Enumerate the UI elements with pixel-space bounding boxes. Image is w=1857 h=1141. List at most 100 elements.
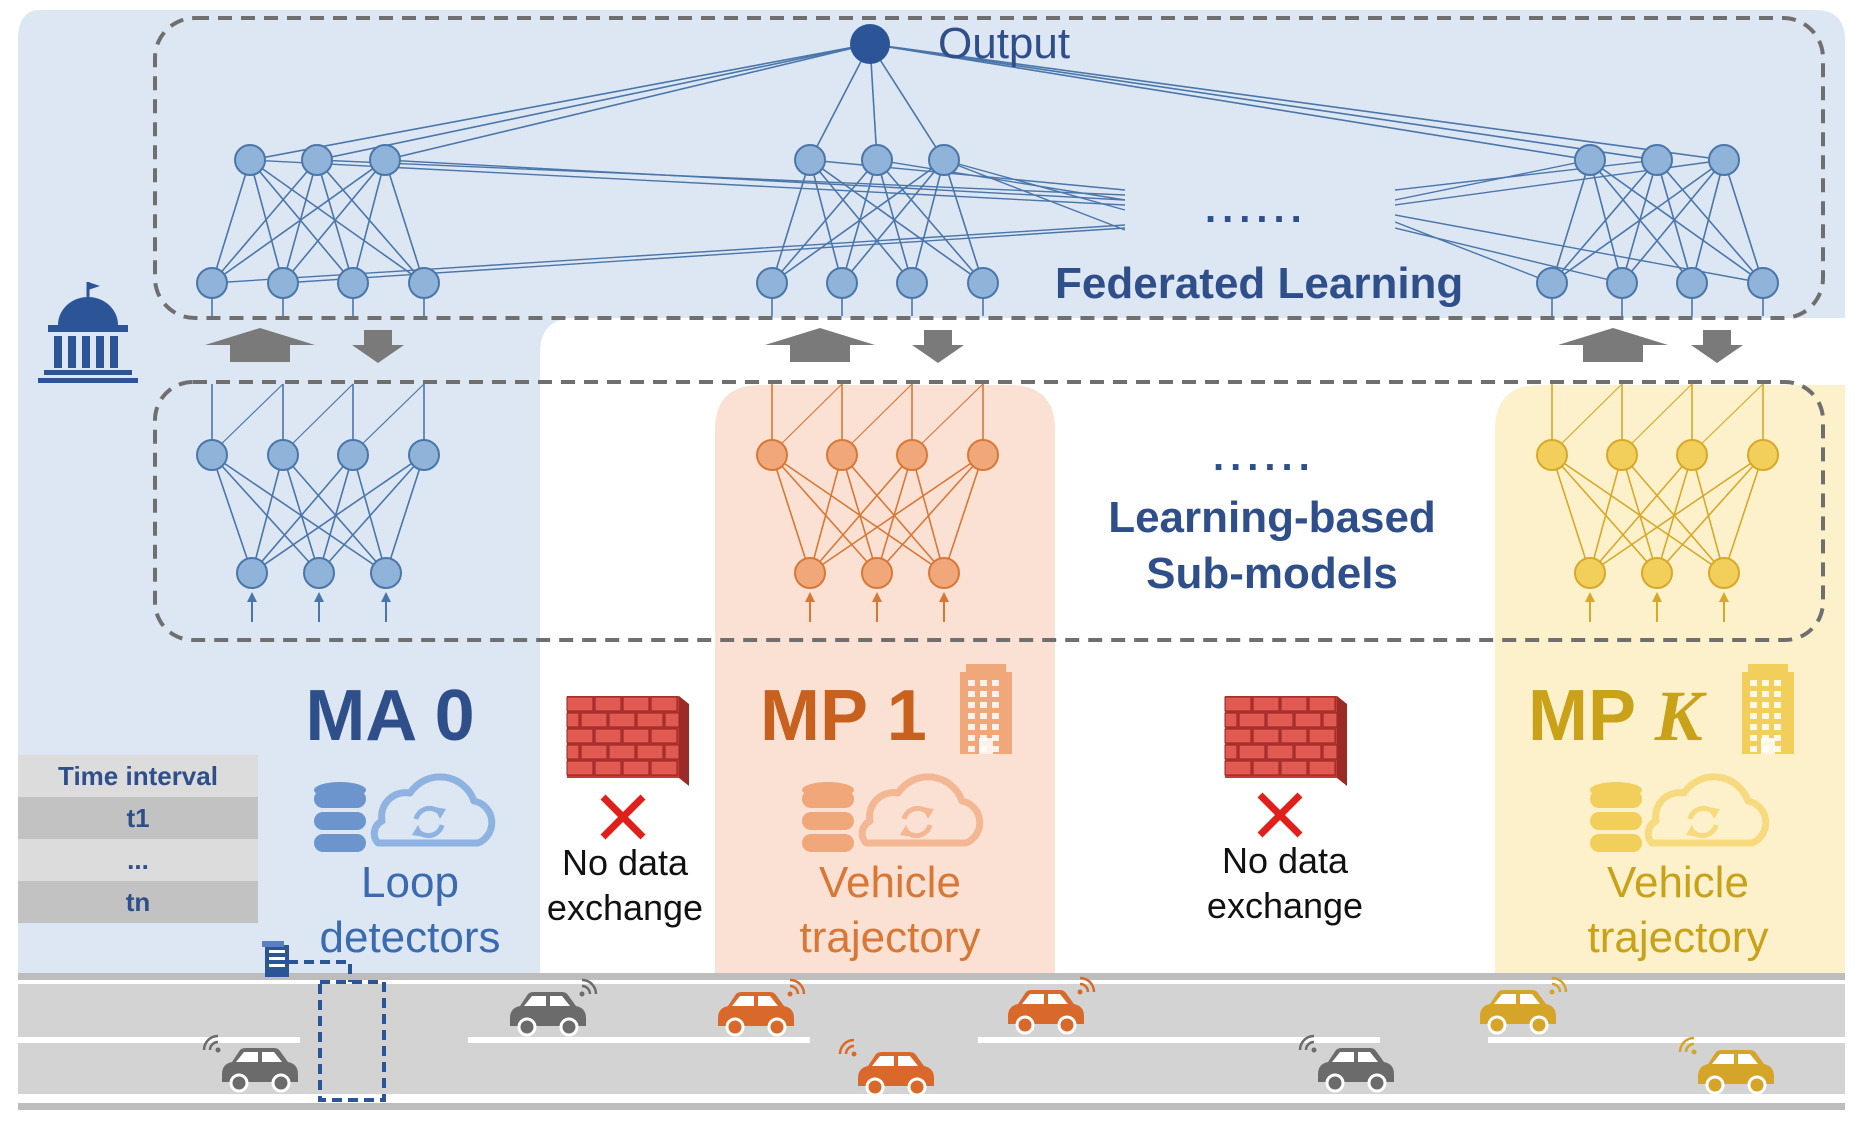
connection-line [1691,454,1725,574]
car-window [898,1056,918,1066]
brick [1308,696,1336,712]
network-node [1574,557,1606,589]
signal-dot [1691,1049,1697,1055]
input-arrowhead [939,592,949,602]
building-window [992,746,999,752]
signal-wave [844,1044,855,1055]
car-wheel [1015,1015,1035,1035]
car-window [1494,994,1516,1004]
building-door [979,738,993,754]
car-wheel [1487,1015,1507,1035]
network-node [1676,439,1708,471]
connection-line [1621,159,1725,284]
connection-line [841,454,878,574]
brick [594,760,622,776]
input-arrowhead [314,592,324,602]
signal-dot [579,991,585,997]
network-node [928,144,960,176]
brick [664,712,680,728]
signal-dot [1549,989,1555,995]
connection-line [1551,159,1591,284]
signal-wave [838,1038,855,1055]
ma0-data-line2: detectors [320,913,501,962]
input-arrowhead [872,592,882,602]
connection-line [809,159,843,284]
connection-line [211,159,318,284]
time-table-header: Time interval [58,761,218,791]
connection-line [869,43,1658,161]
database-top [1590,782,1642,798]
connection-line [1551,383,1623,454]
connection-line [282,159,386,284]
connection-line [211,159,386,284]
network-node [896,267,928,299]
connection-line [249,159,354,284]
brick [1224,760,1252,776]
building-window [1762,691,1769,697]
cloud-outline [370,773,496,847]
building-window [992,724,999,730]
connection-line [1589,454,1623,574]
cloud-outline [858,773,984,847]
network-node [1747,439,1779,471]
connection-line [1621,454,1658,574]
car-wheel [1705,1075,1725,1095]
network-node [267,439,299,471]
cross-icon [600,794,646,840]
input-arrowhead [1719,592,1729,602]
brick [594,728,622,744]
car-wheel [1367,1073,1387,1093]
connection-line [251,454,425,574]
building-window [1750,746,1757,752]
car-wheel [907,1077,927,1097]
connection-line [1551,159,1725,284]
time-table-row-1: t1 [126,803,149,833]
sync-arrowhead [1708,807,1720,819]
signal-wave [581,978,598,995]
brick [1238,712,1266,728]
network-node [301,144,333,176]
mpk-data-line1: Vehicle [1607,858,1749,907]
connection-line [1691,159,1725,284]
connection-line [384,159,1126,201]
cross-icon [1257,792,1303,838]
connection-line [1589,454,1693,574]
car-wheel [725,1017,745,1037]
lane-markings [18,1037,1845,1043]
network-node [1536,439,1568,471]
connection-line [282,159,318,284]
connection-line [384,43,871,161]
connection-line [876,454,913,574]
submodels-label-line1: Learning-based [1108,493,1436,542]
building-door [1761,738,1775,754]
mp1-title: MP 1 [760,676,927,756]
car-icon [718,978,806,1037]
car-window [1738,1054,1758,1064]
building-window [968,746,975,752]
connection-line [841,383,913,454]
database-icon [314,782,366,852]
signal-wave [202,1034,219,1051]
connection-line [1394,221,1553,284]
signal-wave [1079,976,1096,993]
connection-line [316,43,871,161]
signal-dot [787,991,793,997]
signal-wave [1304,1040,1315,1051]
time-table-row-3: tn [126,887,151,917]
connection-line [869,43,1591,161]
connection-line [1723,159,1764,284]
arrow-down-icon [912,330,964,363]
car-wheel [865,1077,885,1097]
car-wheel [517,1017,537,1037]
connection-line [876,159,984,284]
building-window [968,724,975,730]
connection-line [211,454,253,574]
car-wheel [1529,1015,1549,1035]
mpk-data-line2: trajectory [1588,913,1769,962]
signal-wave [1079,982,1090,993]
federated-learning-box [153,16,1825,320]
network-node [267,267,299,299]
building-window [980,724,987,730]
input-arrowhead [1652,592,1662,602]
car-window [872,1056,894,1066]
